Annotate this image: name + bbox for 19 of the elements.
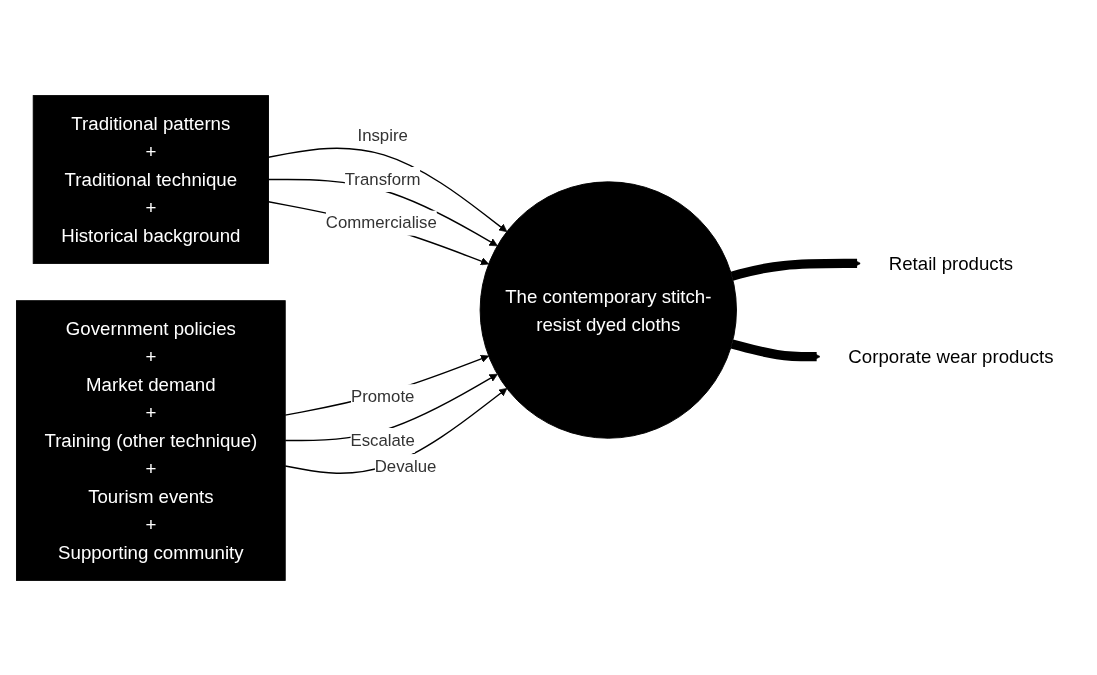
node-text: Retail products — [888, 252, 1013, 274]
node-circle: The contemporary stitch-resist dyed cloths — [479, 180, 737, 439]
arrow — [284, 387, 507, 474]
edge-label: Escalate — [349, 430, 415, 449]
edge-label: Transform — [344, 169, 421, 188]
arrow — [284, 354, 489, 416]
arrow — [730, 338, 821, 361]
edge-label: Devalue — [374, 456, 436, 476]
arrow — [730, 258, 861, 281]
edge-label: Commercialise — [325, 212, 437, 232]
arrow — [284, 373, 498, 441]
node-box: Government policies + Market demand + Training (other technique) + Tourism events + Supporting community — [15, 299, 286, 581]
edge-label: Inspire — [356, 125, 408, 145]
node-text: Corporate wear products — [847, 345, 1054, 367]
arrow — [267, 178, 498, 246]
arrow — [267, 200, 489, 265]
node-box: Traditional patterns + Traditional technique + Historical background — [32, 94, 269, 264]
edge-label: Promote — [350, 386, 414, 406]
arrow — [267, 147, 507, 232]
